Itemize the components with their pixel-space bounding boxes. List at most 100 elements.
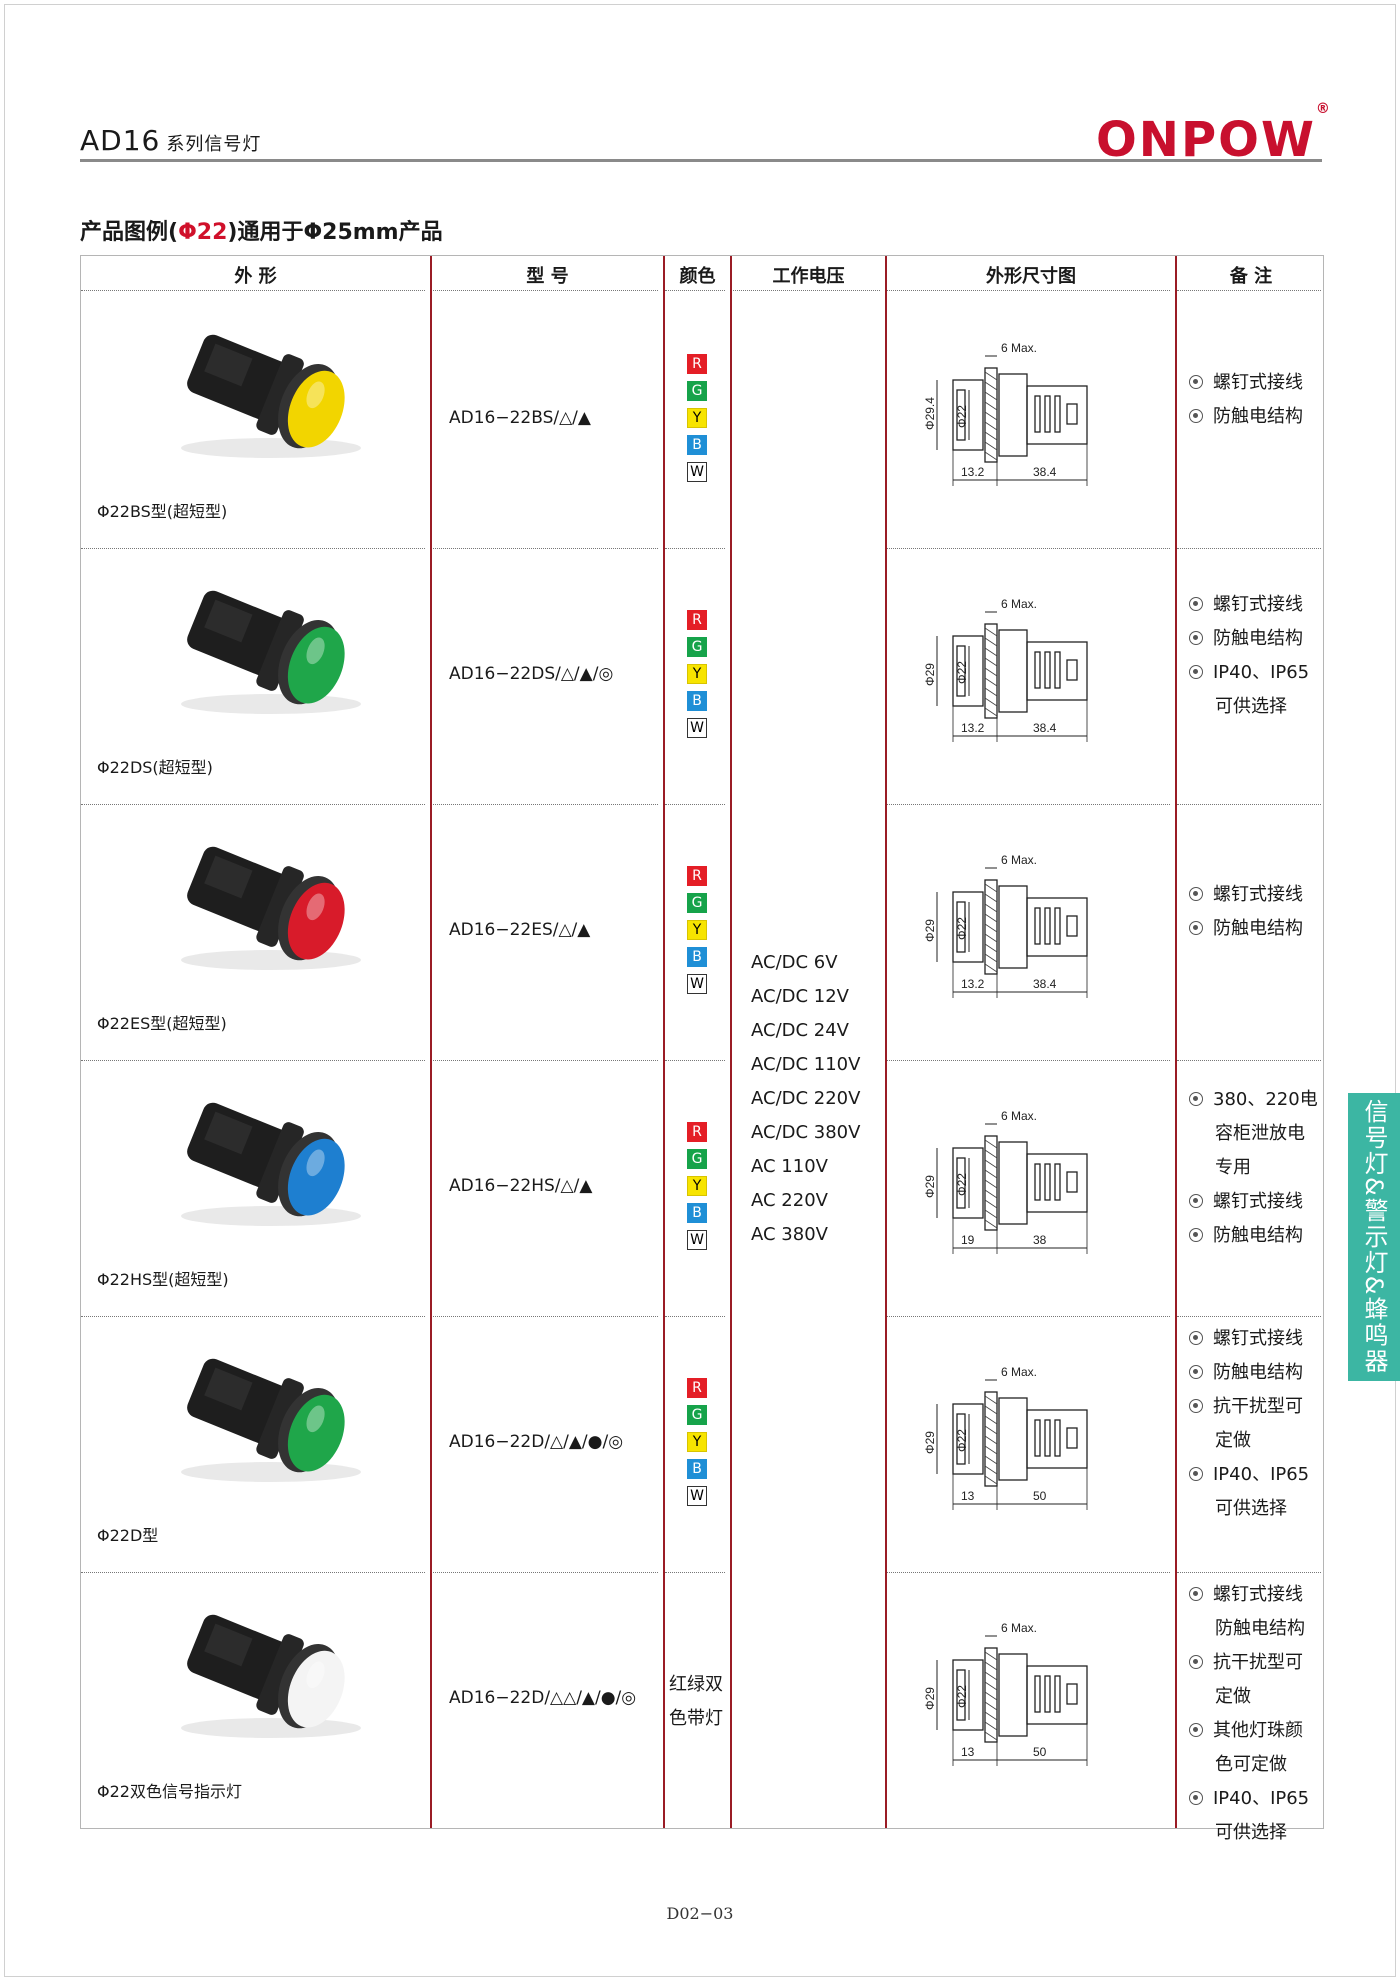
- color-code-G: G: [687, 637, 707, 657]
- note-text: IP40、IP65: [1213, 1464, 1310, 1485]
- note-item: 螺钉式接线: [1189, 1185, 1318, 1219]
- dimension-label: 6 Max.: [1001, 341, 1037, 355]
- dimension-label: 38.4: [1033, 721, 1057, 735]
- product-caption: Φ22双色信号指示灯: [97, 1782, 242, 1801]
- row-rule: [1177, 1572, 1321, 1573]
- header-rule: [433, 290, 658, 291]
- dimension-label: 6 Max.: [1001, 1365, 1037, 1379]
- col-header-model: 型 号: [526, 266, 569, 287]
- voltage-item: AC/DC 220V: [751, 1088, 861, 1109]
- column-divider: [663, 256, 665, 1828]
- color-code-W: W: [687, 462, 707, 482]
- dimension-label: 50: [1033, 1745, 1047, 1759]
- color-code-W: W: [687, 1230, 707, 1250]
- color-code-B: B: [687, 435, 707, 455]
- color-code-B: B: [687, 947, 707, 967]
- product-photo: [181, 1614, 361, 1738]
- row-rule: [665, 1316, 725, 1317]
- row-rule: [81, 1572, 425, 1573]
- note-item: 防触电结构: [1189, 622, 1309, 656]
- header-rule: [1177, 290, 1321, 291]
- dimension-label: 38.4: [1033, 977, 1057, 991]
- note-text: 螺钉式接线: [1213, 884, 1303, 905]
- note-text: 防触电结构: [1213, 628, 1303, 649]
- color-note-line: 色带灯: [669, 1708, 723, 1729]
- color-code-Y: Y: [687, 920, 707, 940]
- dimension-label: 13.2: [961, 721, 985, 735]
- bullet-icon: [1189, 597, 1203, 611]
- dimension-label: 13: [961, 1745, 975, 1759]
- bullet-icon: [1189, 1228, 1203, 1242]
- color-note-line: 红绿双: [669, 1674, 723, 1695]
- product-caption: Φ22ES型(超短型): [97, 1014, 227, 1033]
- row-rule: [433, 1316, 658, 1317]
- color-code-B: B: [687, 1459, 707, 1479]
- bullet-icon: [1189, 1655, 1203, 1669]
- row-rule: [1177, 1316, 1321, 1317]
- voltage-item: AC 220V: [751, 1190, 828, 1211]
- note-text: 抗干扰型可: [1213, 1652, 1303, 1673]
- color-code-W: W: [687, 718, 707, 738]
- dimension-label: Φ22: [955, 1429, 969, 1452]
- color-code-R: R: [687, 1378, 707, 1398]
- bullet-icon: [1189, 921, 1203, 935]
- dimension-label: Φ22: [955, 917, 969, 940]
- color-code-G: G: [687, 1405, 707, 1425]
- note-item: 防触电结构: [1189, 1356, 1309, 1390]
- note-text: IP40、IP65: [1213, 662, 1310, 683]
- bullet-icon: [1189, 1587, 1203, 1601]
- color-code-R: R: [687, 354, 707, 374]
- product-caption: Φ22HS型(超短型): [97, 1270, 229, 1289]
- note-item: 防触电结构: [1189, 1612, 1309, 1646]
- note-text: 螺钉式接线: [1213, 594, 1303, 615]
- section-subtitle: 产品图例(Φ22)通用于Φ25mm产品: [80, 220, 443, 245]
- voltage-item: AC/DC 6V: [751, 952, 838, 973]
- note-text: 螺钉式接线: [1213, 372, 1303, 393]
- color-code-B: B: [687, 691, 707, 711]
- row-rule: [1177, 548, 1321, 549]
- color-code-Y: Y: [687, 1176, 707, 1196]
- row-rule: [887, 1316, 1170, 1317]
- note-text: 380、220电: [1213, 1089, 1318, 1110]
- note-text: 可供选择: [1215, 1498, 1287, 1519]
- row-rule: [887, 1060, 1170, 1061]
- side-category-tab[interactable]: 信号灯&警示灯&蜂鸣器: [1348, 1093, 1400, 1381]
- note-text: IP40、IP65: [1213, 1788, 1310, 1809]
- dimension-label: Φ29.4: [923, 397, 937, 430]
- column-divider: [430, 256, 432, 1828]
- note-text: 色可定做: [1215, 1754, 1287, 1775]
- col-header-dimensions: 外形尺寸图: [986, 266, 1076, 287]
- bullet-icon: [1189, 1194, 1203, 1208]
- note-item: 螺钉式接线: [1189, 588, 1309, 622]
- row-rule: [887, 804, 1170, 805]
- dimension-label: Φ22: [955, 1685, 969, 1708]
- note-item: 色可定做: [1189, 1748, 1309, 1782]
- color-code-G: G: [687, 381, 707, 401]
- dimension-label: Φ29: [923, 919, 937, 942]
- bullet-icon: [1189, 1331, 1203, 1345]
- color-code-Y: Y: [687, 408, 707, 428]
- row-rule: [433, 1572, 658, 1573]
- bullet-icon: [1189, 1723, 1203, 1737]
- row-rule: [81, 1316, 425, 1317]
- note-text: 螺钉式接线: [1213, 1328, 1303, 1349]
- voltage-item: AC 380V: [751, 1224, 828, 1245]
- bullet-icon: [1189, 665, 1203, 679]
- note-item: 抗干扰型可: [1189, 1646, 1309, 1680]
- row-rule: [1177, 1060, 1321, 1061]
- bullet-icon: [1189, 1467, 1203, 1481]
- note-text: 防触电结构: [1215, 1618, 1305, 1639]
- model-number: AD16−22DS/△/▲/◎: [449, 664, 614, 684]
- note-text: 螺钉式接线: [1213, 1584, 1303, 1605]
- note-item: 螺钉式接线: [1189, 1322, 1309, 1356]
- note-item: 防触电结构: [1189, 1219, 1318, 1253]
- bullet-icon: [1189, 887, 1203, 901]
- model-number: AD16−22D/△/▲/●/◎: [449, 1432, 624, 1452]
